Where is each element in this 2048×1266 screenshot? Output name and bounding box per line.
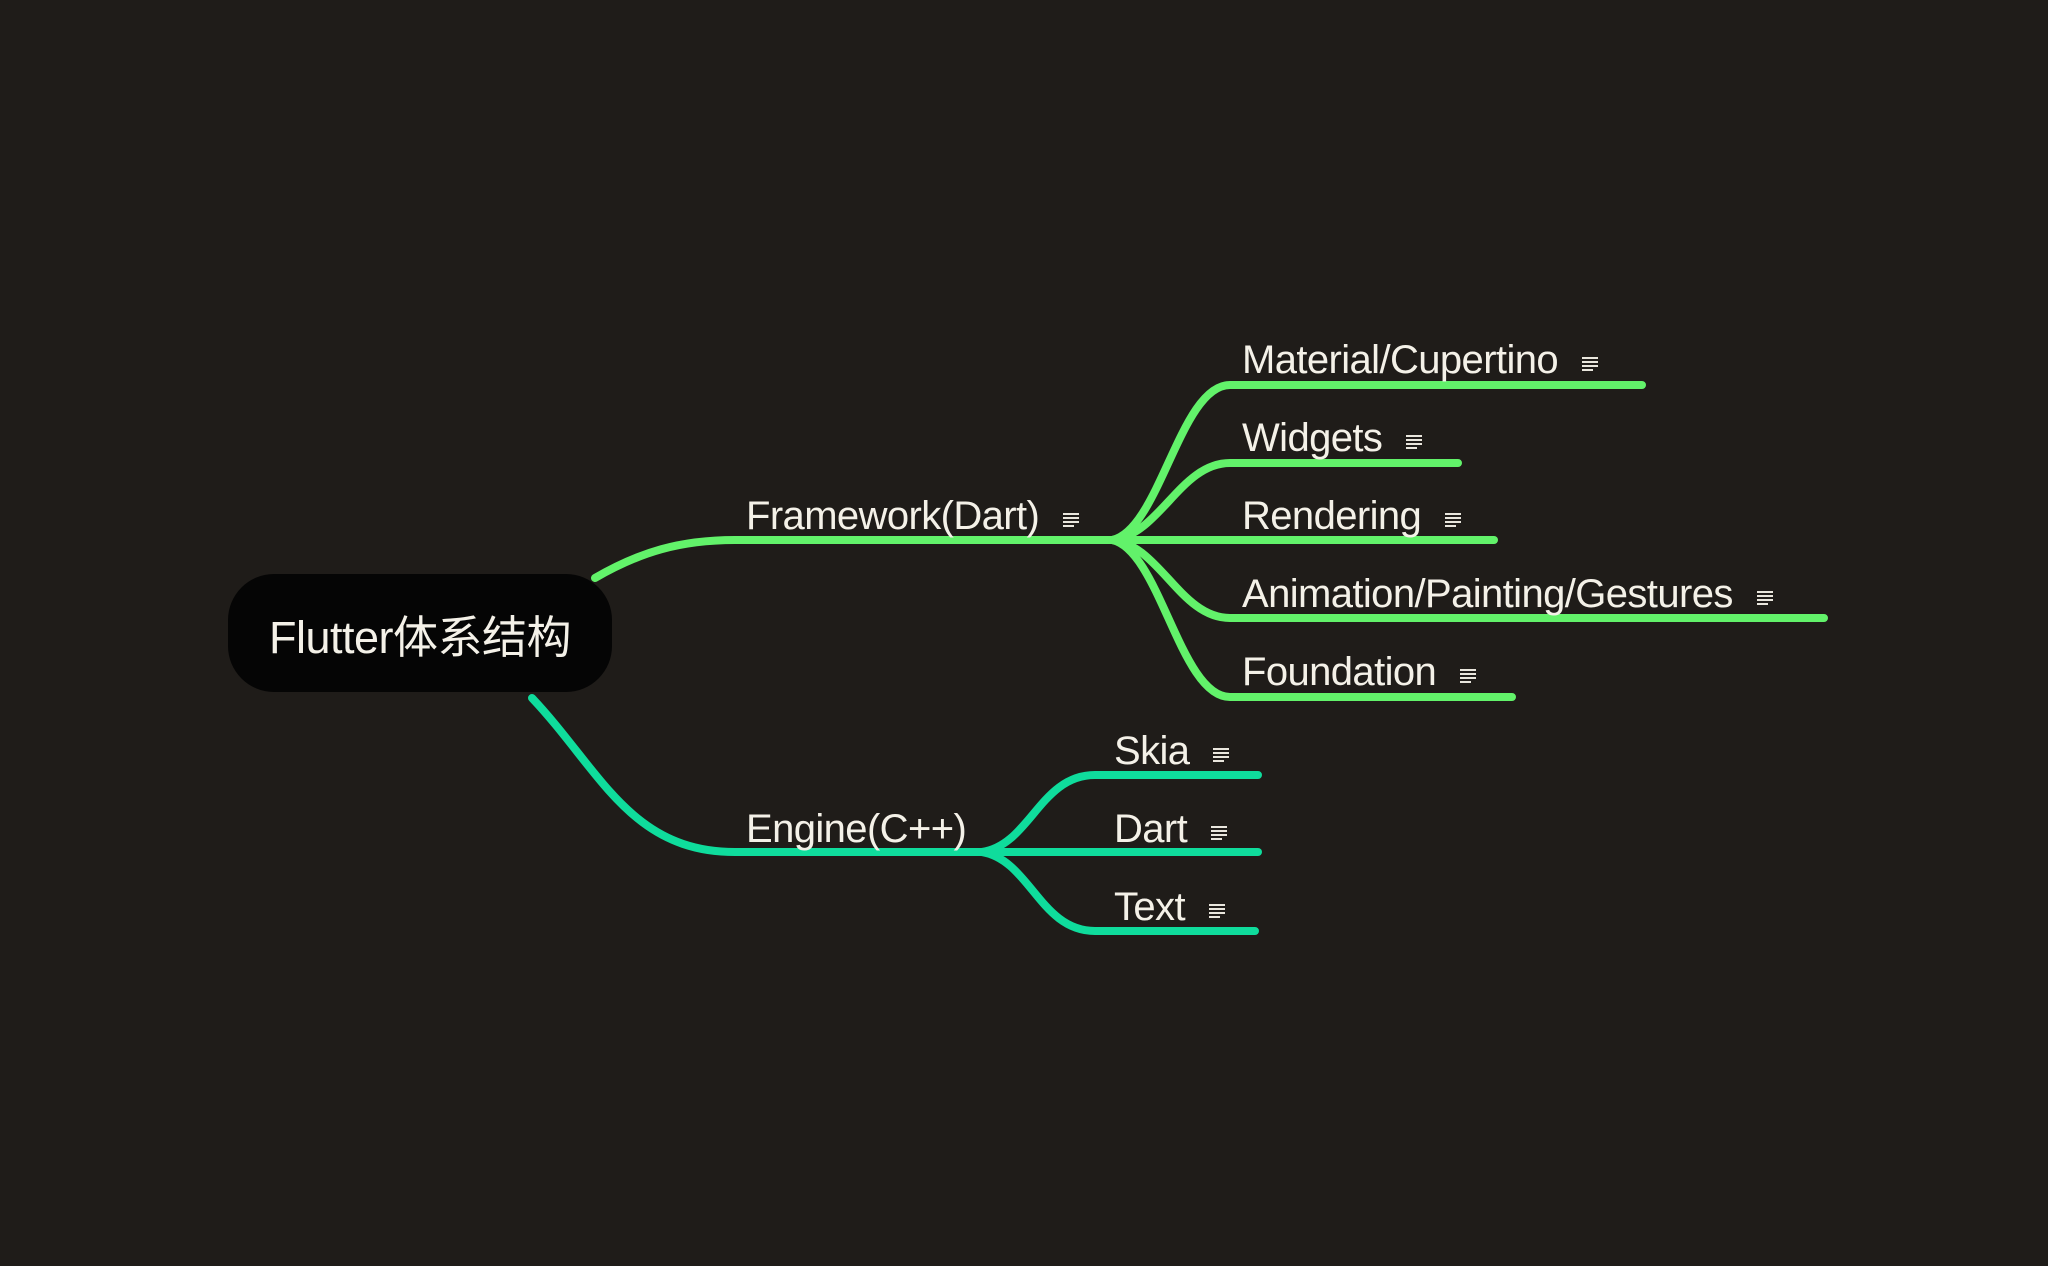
branch-engine-label: Engine(C++)	[746, 807, 967, 851]
note-icon[interactable]	[1460, 668, 1477, 683]
topic-widgets[interactable]: Widgets	[1242, 414, 1423, 462]
connector-text	[978, 848, 1259, 935]
connector-material-cupertino	[1108, 381, 1646, 544]
topic-label: Dart	[1114, 807, 1188, 851]
note-icon[interactable]	[1213, 747, 1230, 762]
connector-skia	[978, 771, 1262, 856]
connector-widgets	[1108, 459, 1462, 544]
topic-foundation[interactable]: Foundation	[1242, 648, 1477, 696]
root-node[interactable]: Flutter体系结构	[228, 574, 612, 692]
topic-label: Rendering	[1242, 494, 1422, 538]
connector-foundation	[1108, 536, 1516, 701]
root-label: Flutter体系结构	[268, 611, 572, 663]
topic-label: Material/Cupertino	[1242, 338, 1559, 382]
note-icon[interactable]	[1063, 512, 1080, 527]
topic-dart[interactable]: Dart	[1114, 805, 1228, 853]
topic-label: Animation/Painting/Gestures	[1242, 572, 1733, 616]
branch-framework[interactable]: Framework(Dart)	[746, 492, 1080, 540]
topic-animation-painting-gestures[interactable]: Animation/Painting/Gestures	[1242, 570, 1773, 618]
connector-root-engine	[528, 694, 989, 856]
topic-label: Skia	[1114, 729, 1190, 773]
topic-material-cupertino[interactable]: Material/Cupertino	[1242, 336, 1599, 384]
topic-label: Text	[1114, 885, 1186, 929]
connector-root-framework	[591, 536, 1124, 582]
topic-text[interactable]: Text	[1114, 883, 1225, 931]
topic-label: Widgets	[1242, 416, 1383, 460]
note-icon[interactable]	[1445, 512, 1462, 527]
note-icon[interactable]	[1582, 356, 1599, 371]
branch-framework-label: Framework(Dart)	[746, 494, 1040, 538]
note-icon[interactable]	[1756, 590, 1773, 605]
note-icon[interactable]	[1406, 434, 1423, 449]
note-icon[interactable]	[1208, 903, 1225, 918]
branch-engine[interactable]: Engine(C++)	[746, 805, 967, 853]
note-icon[interactable]	[1211, 825, 1228, 840]
topic-label: Foundation	[1242, 650, 1437, 694]
topic-rendering[interactable]: Rendering	[1242, 492, 1462, 540]
topic-skia[interactable]: Skia	[1114, 727, 1230, 775]
